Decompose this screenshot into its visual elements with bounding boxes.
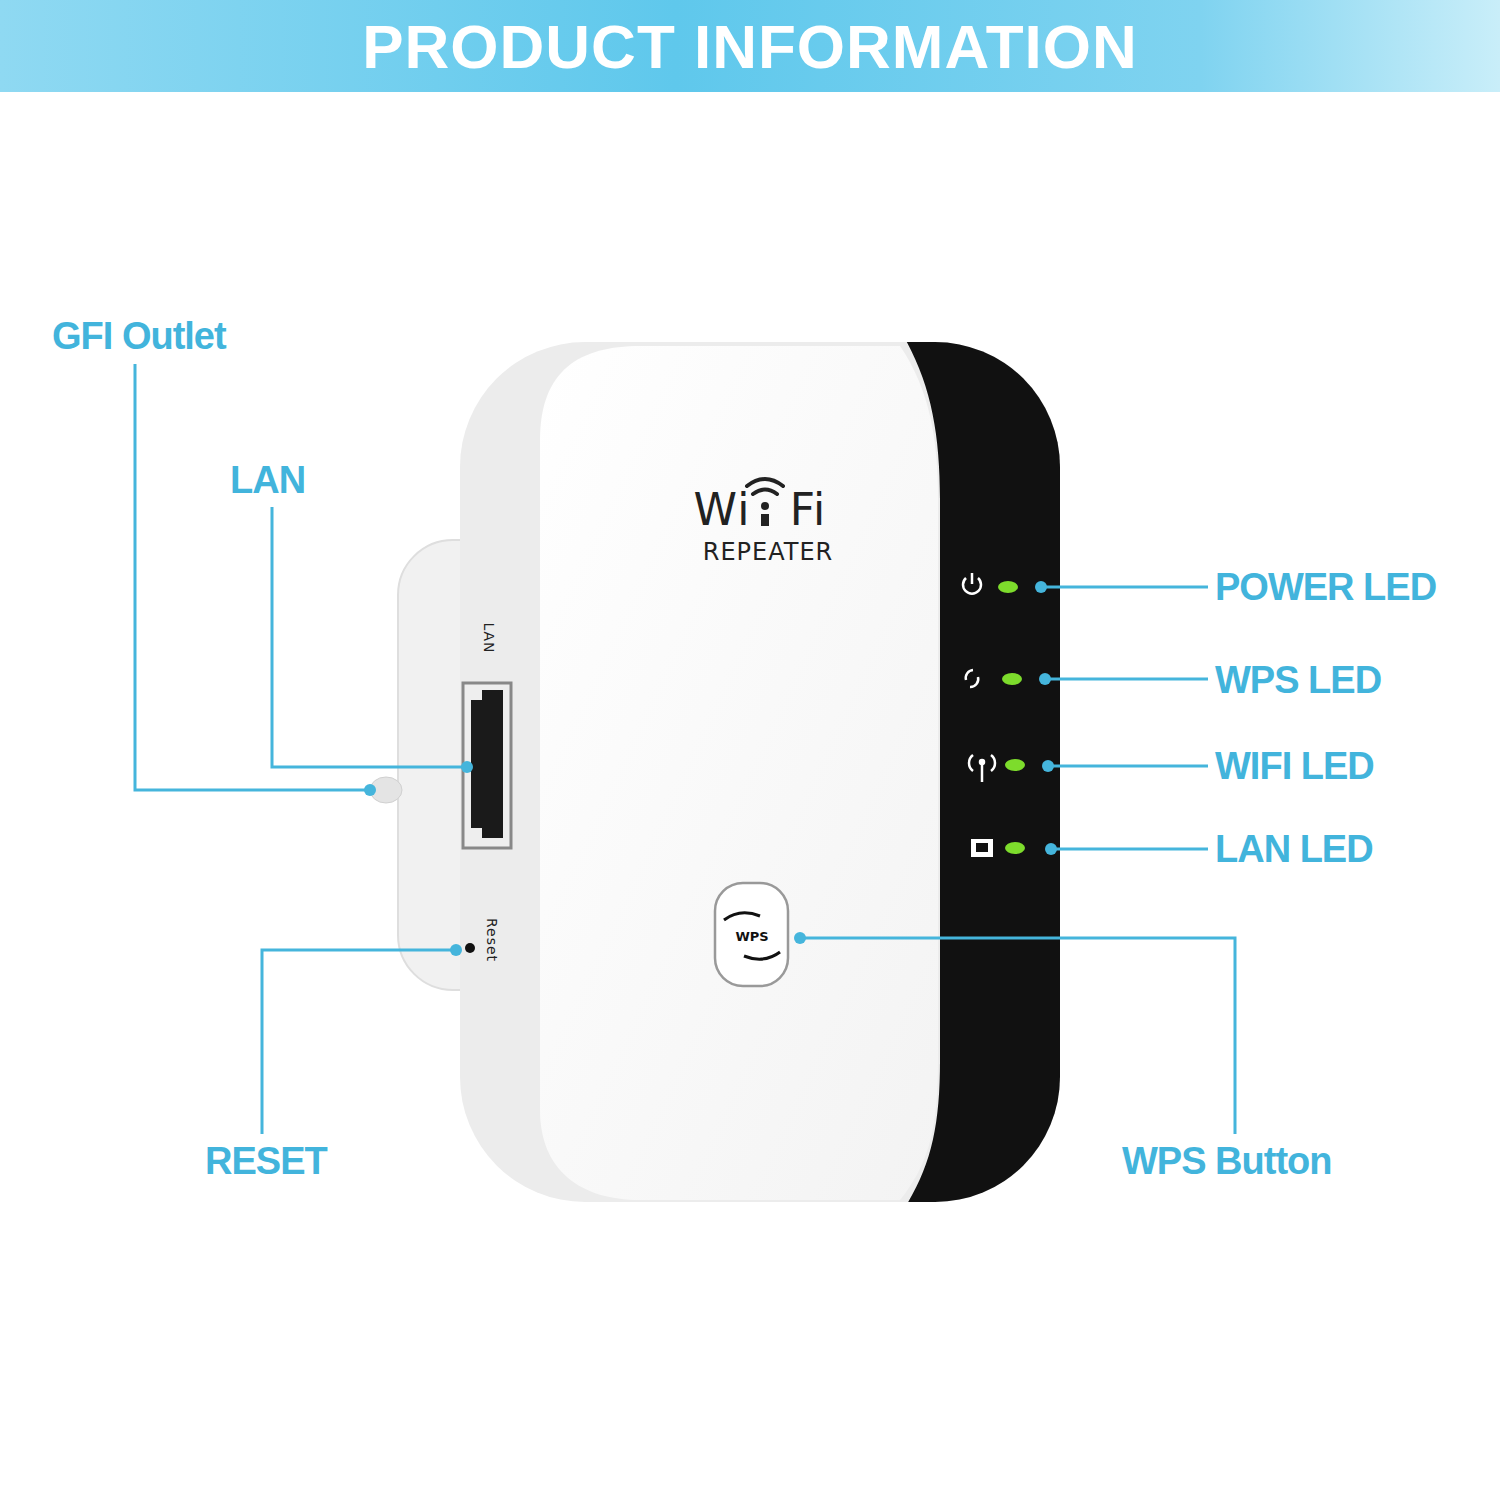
reset-hole xyxy=(465,943,475,953)
callout-label: WIFI LED xyxy=(1215,747,1374,785)
callout-label: LAN xyxy=(230,461,305,499)
callout-label: LAN LED xyxy=(1215,830,1373,868)
logo-text: Fi xyxy=(790,488,826,532)
lan-socket xyxy=(471,690,503,838)
title: PRODUCT INFORMATION xyxy=(0,0,1500,92)
callout-label: GFI Outlet xyxy=(52,317,226,355)
callout-label: WPS Button xyxy=(1122,1142,1332,1180)
wps-arrows xyxy=(724,913,780,959)
front-face xyxy=(540,346,938,1200)
port-marking: Reset xyxy=(485,918,499,962)
callout-label: WPS LED xyxy=(1215,661,1381,699)
leader-dots xyxy=(364,581,1057,956)
led-icons xyxy=(963,573,995,857)
wifi-logo-symbol xyxy=(747,479,783,526)
button-marking: WPS xyxy=(735,930,768,943)
leader-lines xyxy=(135,364,1235,1134)
callout-label: RESET xyxy=(205,1142,327,1180)
logo-text: Wi xyxy=(694,488,751,532)
title-band xyxy=(0,0,1500,92)
status-leds xyxy=(998,581,1025,854)
port-marking: LAN xyxy=(482,622,496,653)
callout-label: POWER LED xyxy=(1215,568,1436,606)
logo-subtitle: REPEATER xyxy=(703,540,834,564)
wps-button xyxy=(715,883,788,986)
